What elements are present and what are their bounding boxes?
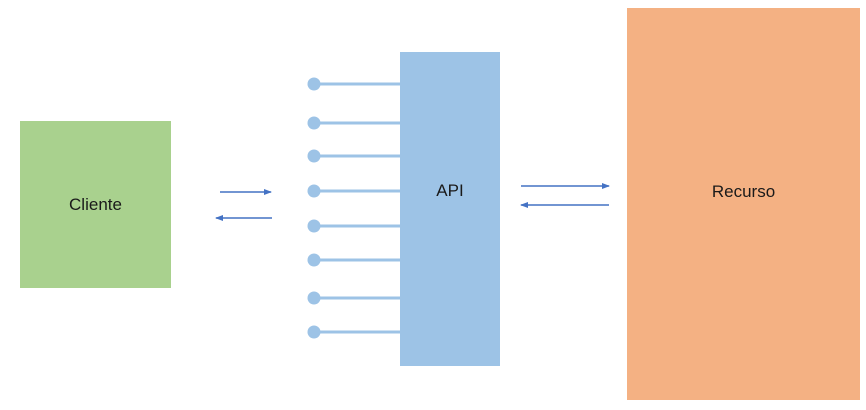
resource-box: Recurso <box>627 8 860 400</box>
api-endpoint <box>307 325 400 339</box>
api-box: API <box>400 52 500 366</box>
api-endpoint <box>307 149 400 163</box>
api-endpoint <box>307 219 400 233</box>
api-endpoint <box>307 184 400 198</box>
api-label: API <box>436 181 464 200</box>
api-endpoint <box>307 291 400 305</box>
api-endpoint <box>307 253 400 267</box>
api-endpoint <box>307 77 400 91</box>
api-endpoints <box>307 77 400 339</box>
client-box: Cliente <box>20 121 171 288</box>
api-endpoint <box>307 116 400 130</box>
resource-label: Recurso <box>711 182 776 201</box>
client-label: Cliente <box>69 194 122 214</box>
